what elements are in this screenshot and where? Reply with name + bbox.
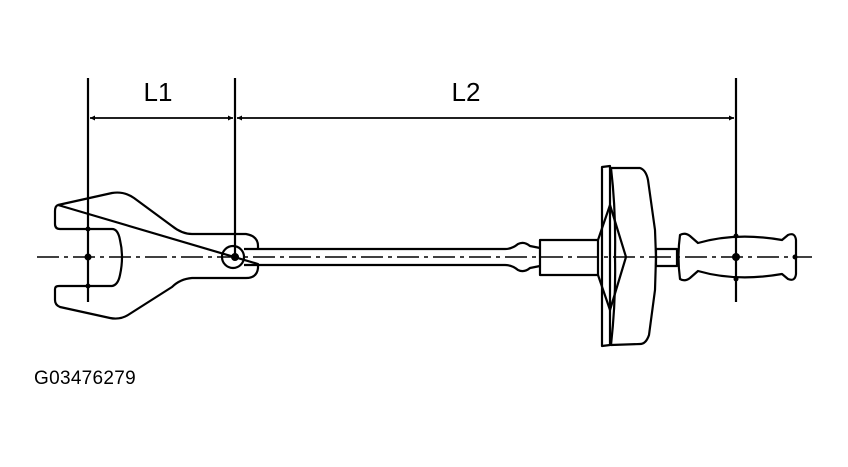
handle-neck — [654, 247, 679, 268]
point-handle-bottom — [733, 276, 739, 282]
pivot-ring — [220, 244, 246, 270]
point-pivot — [231, 253, 239, 261]
point-jaw-bottom — [85, 283, 91, 289]
reference-points — [84, 226, 798, 289]
figure-code: G03476279 — [34, 368, 137, 389]
collar — [538, 238, 600, 277]
crowfoot-wrench — [53, 191, 260, 320]
label-l2: L2 — [452, 77, 481, 107]
label-l1: L1 — [144, 77, 173, 107]
point-handle-top — [733, 233, 739, 239]
shaft — [244, 241, 541, 273]
point-wrench-center — [84, 253, 92, 261]
point-handle-center — [732, 253, 740, 261]
dial-plate — [600, 164, 612, 348]
dial-body — [609, 166, 658, 347]
dial-cone — [596, 203, 628, 312]
handle — [677, 232, 798, 282]
point-handle-end — [792, 254, 798, 260]
point-jaw-top — [85, 226, 91, 232]
